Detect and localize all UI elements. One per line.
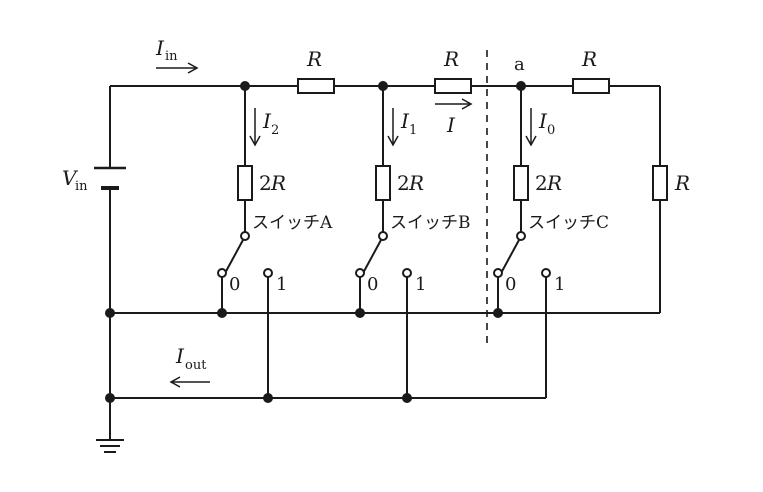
switch-b-blade <box>361 239 382 276</box>
arrow-i-head <box>461 98 473 110</box>
switch-c-pivot <box>516 231 526 241</box>
resistor-top-3 <box>572 78 610 94</box>
label-r-top-2: R <box>443 47 459 71</box>
label-i1: I <box>400 109 410 133</box>
label-node-a: a <box>514 54 525 75</box>
label-switch-a-0: 0 <box>229 274 240 295</box>
label-r-top-1: R <box>306 47 322 71</box>
switch-b-contact-0 <box>355 268 365 278</box>
junction-dot <box>355 308 365 318</box>
switch-c-contact-0 <box>493 268 503 278</box>
junction-dot <box>217 308 227 318</box>
switch-c-contact-1 <box>541 268 551 278</box>
label-i-out: I <box>175 344 185 368</box>
arrow-i-out-head <box>169 376 181 388</box>
resistor-2r-c <box>513 165 529 201</box>
resistor-right <box>652 165 668 201</box>
switch-a-contact-0 <box>217 268 227 278</box>
label-r-right: R <box>674 171 690 195</box>
label-i: I <box>446 113 456 137</box>
junction-dot <box>240 81 250 91</box>
label-i-in-sub: in <box>165 49 178 64</box>
label-switch-c-1: 1 <box>554 274 565 295</box>
resistor-2r-b <box>375 165 391 201</box>
label-2r-c-num: 2 <box>535 171 548 195</box>
junction-dot <box>378 81 388 91</box>
label-switch-a-1: 1 <box>276 274 287 295</box>
label-switch-b-1: 1 <box>415 274 426 295</box>
arrow-i1-head <box>387 135 399 147</box>
label-2r-b-num: 2 <box>397 171 410 195</box>
label-v-in-sub: in <box>75 179 88 194</box>
switch-a-pivot <box>240 231 250 241</box>
junction-dot <box>105 393 115 403</box>
junction-dot <box>105 308 115 318</box>
label-switch-c: スイッチC <box>528 213 609 233</box>
resistor-2r-a <box>237 165 253 201</box>
label-switch-b-0: 0 <box>367 274 378 295</box>
resistor-top-1 <box>297 78 335 94</box>
label-2r-a-r: R <box>270 171 286 195</box>
label-v-in: V <box>62 166 79 190</box>
switch-c-blade <box>499 239 520 276</box>
label-r-top-3: R <box>581 47 597 71</box>
arrow-i-in-head <box>187 62 199 74</box>
label-2r-b-r: R <box>408 171 424 195</box>
label-i0: I <box>538 109 548 133</box>
junction-dot-a <box>516 81 526 91</box>
label-i0-sub: 0 <box>547 123 555 138</box>
switch-a-blade <box>223 239 244 276</box>
resistor-top-2 <box>434 78 472 94</box>
label-switch-c-0: 0 <box>505 274 516 295</box>
label-i1-sub: 1 <box>409 123 417 138</box>
junction-dot <box>493 308 503 318</box>
arrow-i2-head <box>249 135 261 147</box>
switch-a-contact-1 <box>263 268 273 278</box>
arrow-i0-head <box>525 135 537 147</box>
label-i-out-sub: out <box>185 358 207 373</box>
label-2r-c-r: R <box>546 171 562 195</box>
label-2r-a-num: 2 <box>259 171 272 195</box>
switch-b-pivot <box>378 231 388 241</box>
label-switch-b: スイッチB <box>390 213 471 233</box>
label-switch-a: スイッチA <box>252 213 333 233</box>
junction-dot <box>402 393 412 403</box>
label-i2: I <box>262 109 272 133</box>
label-i2-sub: 2 <box>271 123 279 138</box>
label-i-in: I <box>155 36 165 60</box>
switch-b-contact-1 <box>402 268 412 278</box>
junction-dot <box>263 393 273 403</box>
